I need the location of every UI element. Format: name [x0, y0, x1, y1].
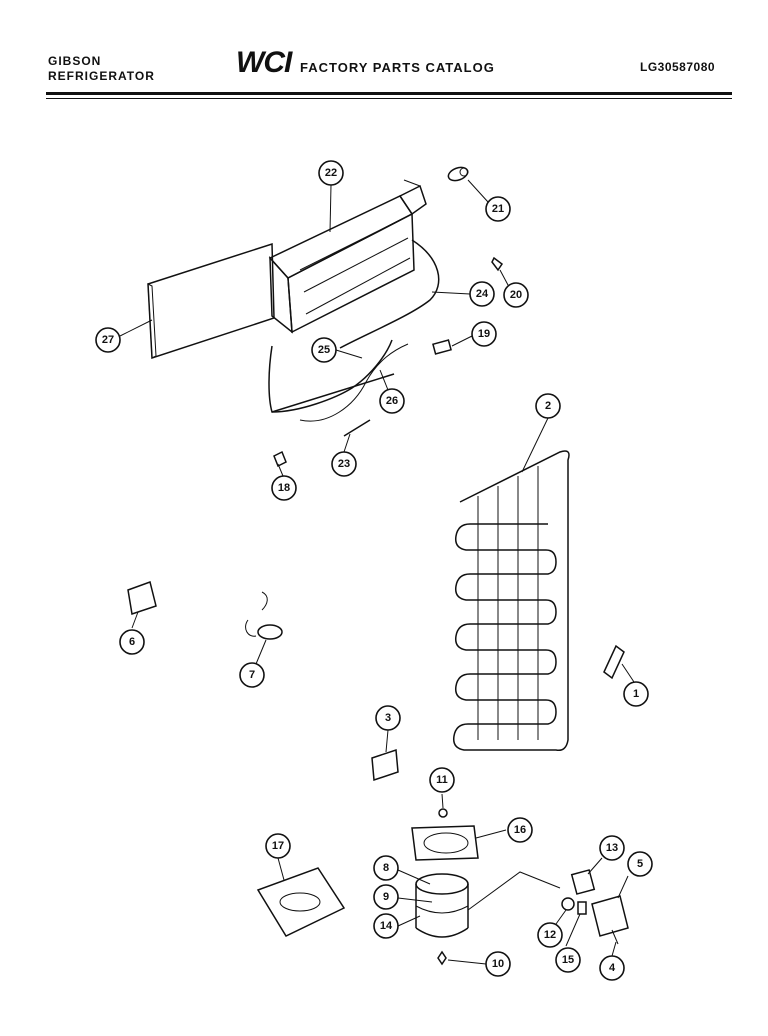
svg-text:23: 23: [338, 458, 350, 470]
callout-19: 19: [471, 321, 497, 347]
wci-logo: WCI: [236, 46, 292, 79]
svg-text:19: 19: [478, 328, 490, 340]
svg-text:15: 15: [562, 954, 574, 966]
svg-text:22: 22: [325, 167, 337, 179]
part-3-strap: [371, 748, 399, 782]
svg-text:27: 27: [102, 334, 114, 346]
svg-text:3: 3: [385, 712, 391, 724]
callout-24: 24: [469, 281, 495, 307]
part-2-condenser-coil: [452, 450, 570, 752]
brand-block: GIBSON REFRIGERATOR: [48, 54, 155, 84]
svg-text:12: 12: [544, 929, 556, 941]
callout-7: 7: [239, 662, 265, 688]
svg-text:7: 7: [249, 669, 255, 681]
part-1-tube-cover: [603, 644, 625, 680]
callout-11: 11: [429, 767, 455, 793]
part-26-drain-trough: [271, 373, 395, 413]
header-rule-thin: [46, 98, 732, 99]
svg-text:5: 5: [637, 858, 643, 870]
part-18-clip: [273, 450, 287, 468]
callout-9: 9: [373, 884, 399, 910]
svg-text:14: 14: [380, 920, 393, 932]
callout-8: 8: [373, 855, 399, 881]
svg-text:2: 2: [545, 400, 551, 412]
svg-text:21: 21: [492, 203, 504, 215]
callout-26: 26: [379, 388, 405, 414]
callout-23: 23: [331, 451, 357, 477]
svg-text:25: 25: [318, 344, 330, 356]
callout-21: 21: [485, 196, 511, 222]
part-15-clip: [577, 901, 587, 915]
part-20-retainer: [491, 256, 504, 272]
product-type: REFRIGERATOR: [48, 69, 155, 83]
callout-16: 16: [507, 817, 533, 843]
catalog-title: FACTORY PARTS CATALOG: [300, 60, 495, 75]
part-24-tubing: [339, 239, 440, 349]
svg-text:13: 13: [606, 842, 618, 854]
callout-10: 10: [485, 951, 511, 977]
part-17-base-plate: [256, 867, 346, 937]
part-21-clip: [447, 166, 469, 182]
svg-text:20: 20: [510, 289, 522, 301]
part-25-heater-wire: [268, 339, 393, 413]
brand-name: GIBSON: [48, 54, 102, 68]
part-19-connector: [432, 339, 452, 355]
callout-12: 12: [537, 922, 563, 948]
svg-text:8: 8: [383, 862, 389, 874]
callout-18: 18: [271, 475, 297, 501]
svg-text:18: 18: [278, 482, 290, 494]
svg-text:26: 26: [386, 395, 398, 407]
compressor: [415, 873, 469, 938]
svg-text:16: 16: [514, 824, 526, 836]
part-16-cover: [411, 825, 479, 861]
callout-6: 6: [119, 629, 145, 655]
callout-25: 25: [311, 337, 337, 363]
leader-lines: [119, 179, 635, 965]
callout-13: 13: [599, 835, 625, 861]
svg-text:24: 24: [476, 288, 489, 300]
part-6-bracket: [127, 581, 157, 615]
svg-text:11: 11: [436, 774, 448, 786]
part-27-insulation-panel: [147, 242, 275, 360]
svg-text:9: 9: [383, 891, 389, 903]
part-13-relay: [570, 869, 596, 895]
part-12-overload: [561, 897, 575, 911]
svg-text:6: 6: [129, 636, 135, 648]
part-7-wire-harness: [245, 591, 283, 640]
callout-22: 22: [318, 160, 344, 186]
callout-15: 15: [555, 947, 581, 973]
part-11-washer: [438, 808, 448, 818]
callout-4: 4: [599, 955, 625, 981]
header-rule: [46, 92, 732, 95]
model-code: LG30587080: [640, 60, 716, 74]
svg-text:1: 1: [633, 688, 639, 700]
svg-text:10: 10: [492, 958, 504, 970]
svg-text:17: 17: [272, 840, 284, 852]
callout-5: 5: [627, 851, 653, 877]
callout-2: 2: [535, 393, 561, 419]
callout-3: 3: [375, 705, 401, 731]
callout-20: 20: [503, 282, 529, 308]
refrigerant-line: [467, 871, 561, 911]
part-10-grommet: [437, 950, 447, 966]
callout-1: 1: [623, 681, 649, 707]
part-5-capacitor: [591, 895, 629, 945]
part-22-evaporator-coil: [268, 179, 427, 334]
callout-14: 14: [373, 913, 399, 939]
svg-text:4: 4: [609, 962, 616, 974]
part-23-bolt: [343, 419, 371, 437]
callout-17: 17: [265, 833, 291, 859]
callout-27: 27: [95, 327, 121, 353]
